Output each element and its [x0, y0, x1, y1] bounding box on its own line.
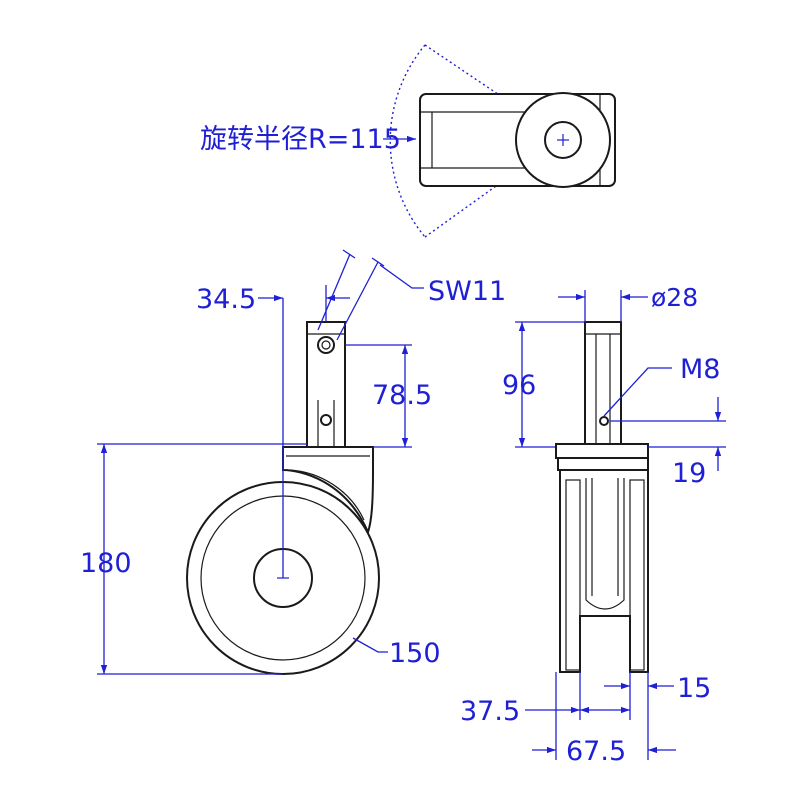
outer-width-label: 67.5	[566, 736, 626, 767]
hole-height-label: 19	[672, 458, 706, 489]
rotation-radius-arc	[389, 44, 426, 238]
side-fork	[559, 469, 649, 673]
stem-diameter-label: ø28	[651, 283, 698, 312]
stem-thread-hole	[320, 414, 332, 426]
stem-height-label: 78.5	[372, 380, 432, 411]
top-view-stem-hole	[544, 121, 582, 159]
tread-width-label: 15	[677, 673, 711, 704]
total-height-label: 180	[80, 548, 132, 579]
side-stem	[584, 321, 622, 445]
stem-length-label: 96	[502, 370, 536, 401]
side-top-plate	[555, 443, 649, 459]
side-thread-hole	[599, 416, 609, 426]
thread-size-label: M8	[680, 354, 720, 385]
wheel-diameter-label: 150	[389, 638, 441, 669]
fork-housing	[282, 446, 374, 535]
inner-width-label: 37.5	[460, 696, 520, 727]
rotation-radius-label: 旋转半径R=115	[200, 124, 401, 155]
front-view: 34.5 SW11 78.5 180 150	[80, 249, 506, 675]
side-view: ø28 96 M8 19 15 37.5 67.5	[460, 283, 726, 767]
wheel-diameter-leader	[352, 637, 388, 653]
stem-hex-hole	[317, 336, 335, 354]
wrench-size-label: SW11	[428, 276, 506, 307]
offset-dimension-label: 34.5	[196, 284, 256, 315]
thread-leader	[603, 367, 672, 417]
front-stem	[306, 321, 346, 448]
top-view: 旋转半径R=115	[200, 44, 616, 238]
